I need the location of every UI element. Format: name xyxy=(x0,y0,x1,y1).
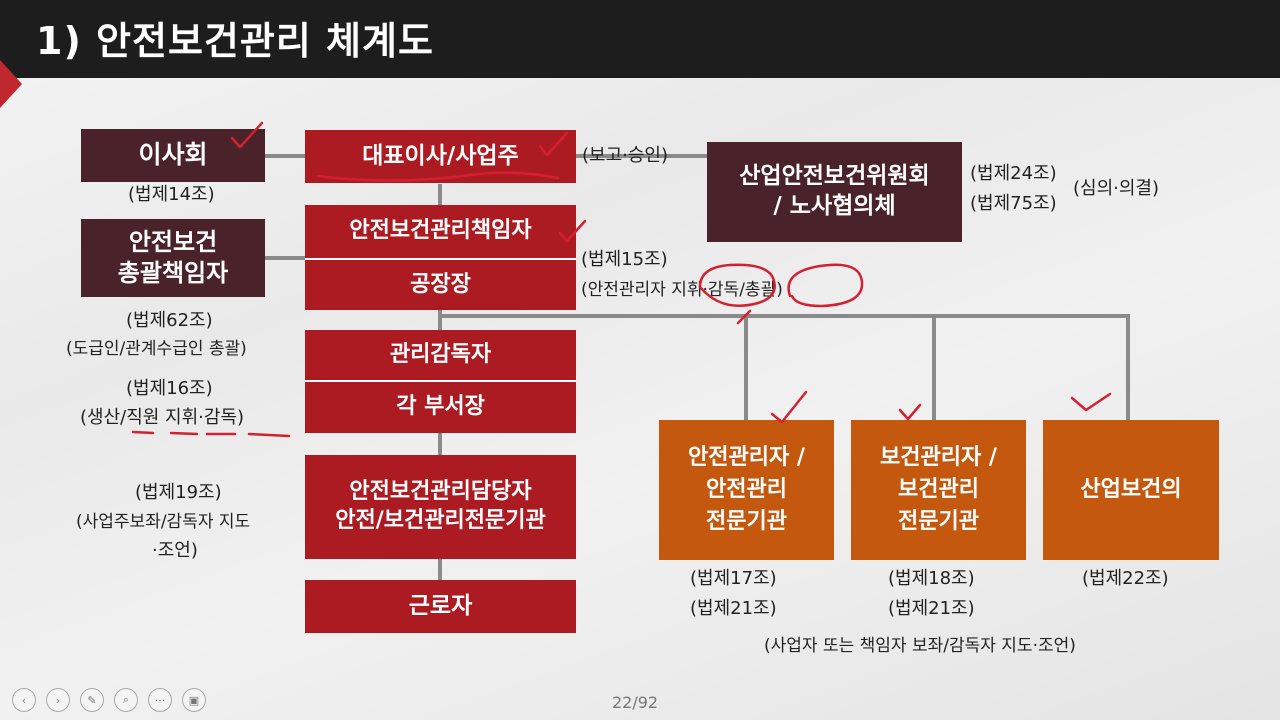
zoom-icon[interactable]: ⌕ xyxy=(114,688,138,712)
workers-label: 근로자 xyxy=(408,592,473,619)
incharge-role-note-2: ·조언) xyxy=(152,540,198,561)
person-in-charge-label-1: 안전보건관리담당자 xyxy=(349,479,532,505)
connector-ceo-committee xyxy=(575,154,707,158)
committee-law-note-2: (법제75조) xyxy=(970,193,1057,214)
bottom-role-note: (사업자 또는 책임자 보좌/감독자 지도·조언) xyxy=(764,636,1076,656)
general-manager-label-2: 총괄책임자 xyxy=(117,259,229,287)
connector-branch-horizontal xyxy=(440,314,1130,318)
connector-board-ceo xyxy=(265,154,305,158)
workers-box: 근로자 xyxy=(305,580,576,633)
manager-role-note: (안전관리자 지휘·감독/총괄) xyxy=(581,280,783,300)
connector-general-manager xyxy=(265,256,305,260)
supervisor-label: 관리감독자 xyxy=(389,341,492,367)
general-manager-box: 안전보건 총괄책임자 xyxy=(81,219,265,297)
health-law-note-2: (법제21조) xyxy=(888,598,975,619)
health-admin-label-1: 보건관리자 / xyxy=(880,445,997,471)
safety-law-note-2: (법제21조) xyxy=(690,598,777,619)
board-box: 이사회 xyxy=(81,129,265,182)
safety-manager-label: 안전보건관리책임자 xyxy=(349,218,532,244)
ceo-label: 대표이사/사업주 xyxy=(362,142,519,169)
committee-label-2: / 노사협의체 xyxy=(773,193,896,219)
player-toolbar: ‹ › ✎ ⌕ ··· ▣ xyxy=(12,688,206,712)
factory-manager-label: 공장장 xyxy=(410,271,471,297)
screen-icon[interactable]: ▣ xyxy=(182,688,206,712)
safety-admin-label-1: 안전관리자 / xyxy=(688,445,805,471)
dept-heads-label: 각 부서장 xyxy=(396,394,485,420)
person-in-charge-label-2: 안전/보건관리전문기관 xyxy=(335,508,546,533)
safety-law-note-1: (법제17조) xyxy=(690,568,777,589)
industrial-doctor-label: 산업보건의 xyxy=(1080,476,1182,502)
health-admin-label-2: 보건관리 xyxy=(898,477,979,503)
supervisor-role-note: (생산/직원 지휘·감독) xyxy=(80,407,245,428)
incharge-role-note-1: (사업주보좌/감독자 지도 xyxy=(76,512,251,532)
health-law-note-1: (법제18조) xyxy=(888,568,975,589)
title-bar xyxy=(0,0,1280,78)
board-label: 이사회 xyxy=(138,140,208,170)
supervisor-box: 관리감독자 xyxy=(305,330,576,380)
page-number: 22/92 xyxy=(612,693,659,712)
pen-icon[interactable]: ✎ xyxy=(80,688,104,712)
general-law-note: (법제62조) xyxy=(126,310,213,331)
connector-branch-health xyxy=(932,316,936,420)
general-manager-label-1: 안전보건 xyxy=(128,227,218,256)
doctor-law-note: (법제22조) xyxy=(1082,568,1169,589)
incharge-law-note: (법제19조) xyxy=(135,482,222,503)
ceo-box: 대표이사/사업주 xyxy=(305,130,576,183)
safety-admin-label-3: 전문기관 xyxy=(706,508,787,534)
industrial-doctor-box: 산업보건의 xyxy=(1043,420,1219,560)
committee-law-note-1: (법제24조) xyxy=(970,163,1057,184)
more-options-icon[interactable]: ··· xyxy=(148,688,172,712)
person-in-charge-box: 안전보건관리담당자 안전/보건관리전문기관 xyxy=(305,455,576,559)
report-note: (보고·승인) xyxy=(582,145,669,166)
next-slide-icon[interactable]: › xyxy=(46,688,70,712)
committee-label-1: 산업안전보건위원회 xyxy=(739,163,930,190)
health-admin-label-3: 전문기관 xyxy=(898,508,979,534)
safety-admin-box: 안전관리자 / 안전관리 전문기관 xyxy=(659,420,834,560)
slide-title: 1) 안전보건관리 체계도 xyxy=(36,19,434,63)
safety-admin-label-2: 안전관리 xyxy=(706,477,787,503)
prev-slide-icon[interactable]: ‹ xyxy=(12,688,36,712)
health-admin-box: 보건관리자 / 보건관리 전문기관 xyxy=(851,420,1026,560)
supervisor-law-note: (법제16조) xyxy=(126,378,213,399)
board-law-note: (법제14조) xyxy=(128,184,215,205)
dept-heads-box: 각 부서장 xyxy=(305,380,576,433)
general-role-note: (도급인/관계수급인 총괄) xyxy=(66,339,247,359)
committee-role-note: (심의·의결) xyxy=(1073,178,1160,199)
committee-box: 산업안전보건위원회 / 노사협의체 xyxy=(707,142,962,242)
title-accent xyxy=(0,60,22,108)
connector-branch-doctor xyxy=(1126,316,1130,420)
safety-manager-box: 안전보건관리책임자 xyxy=(305,205,576,258)
connector-branch-safety xyxy=(744,316,748,420)
manager-law-note: (법제15조) xyxy=(581,249,668,270)
factory-manager-box: 공장장 xyxy=(305,258,576,310)
